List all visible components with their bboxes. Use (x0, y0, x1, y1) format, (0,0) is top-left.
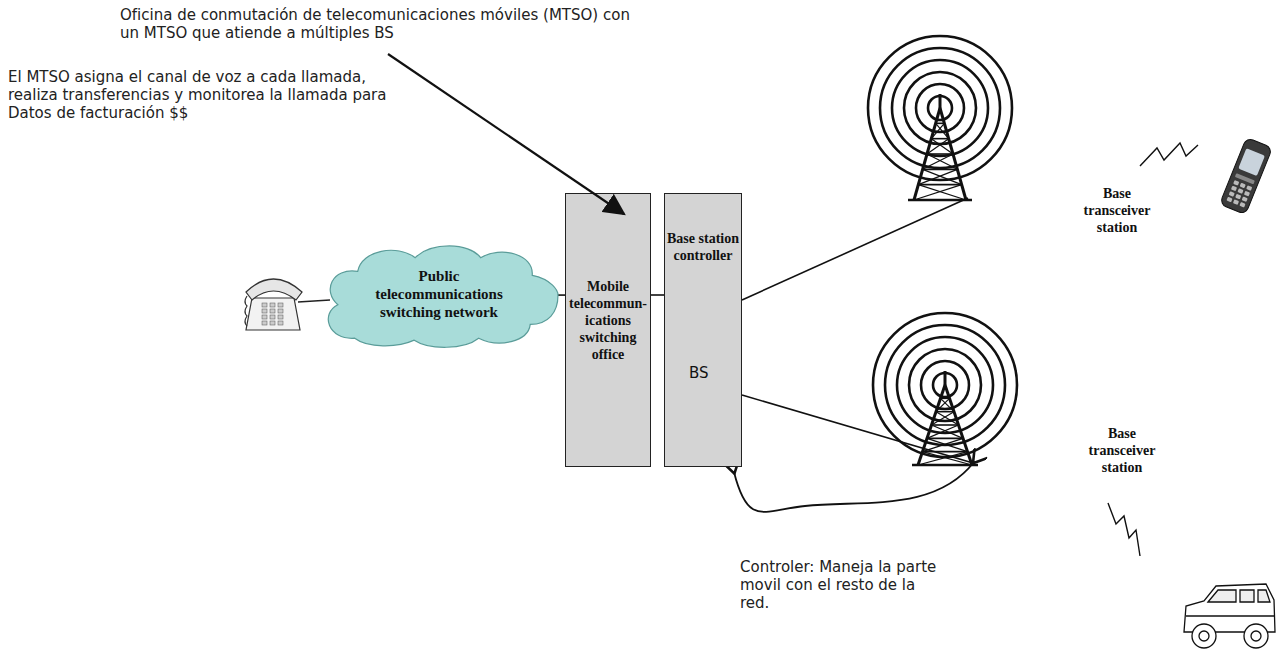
node-sublabel: BS (689, 364, 741, 382)
link-line (742, 198, 968, 300)
tower-lattice-part-part (944, 371, 947, 385)
radio-link (1140, 143, 1198, 166)
keypad-part (1233, 180, 1239, 186)
tower-lattice-part-part (912, 464, 978, 466)
car-icon-part (1240, 590, 1254, 602)
tower-lattice-part-part (923, 169, 962, 184)
keypad-part (1233, 199, 1239, 205)
base-station: Base transceiver station (915, 415, 975, 467)
keypad-part (1244, 191, 1250, 197)
cellphone-icon-part (1238, 148, 1265, 176)
leader-arrow (388, 54, 624, 214)
telephone-icon (245, 279, 330, 330)
tower-lattice-part-part (918, 169, 957, 184)
keypad-part (1242, 196, 1248, 202)
tower-lattice (908, 94, 978, 465)
network-cloud: Public telecommunications switching netw… (320, 240, 558, 348)
car-icon (1184, 584, 1275, 648)
keypad-part (278, 303, 283, 307)
keypad-part (1237, 188, 1243, 194)
phone-line (298, 300, 330, 302)
tower-lattice-part-part (927, 438, 968, 451)
keypad-part (278, 321, 283, 325)
node-label: Public telecommunications switching netw… (364, 267, 514, 321)
bracket-curve (734, 462, 974, 512)
node-label: Base transceiver station (1075, 185, 1159, 236)
tower-lattice-part-part (936, 123, 945, 125)
radio-link (1108, 503, 1140, 556)
tower-lattice-part-part (932, 424, 959, 426)
annotation-note: El MTSO asigna el canal de voz a cada ll… (8, 68, 390, 122)
car-icon-part (1186, 615, 1275, 616)
tower-lattice-part-part (932, 425, 964, 438)
node-label: Base transceiver station (1080, 425, 1164, 476)
tower-lattice-part-part (931, 123, 944, 138)
car-icon-part (1192, 624, 1216, 648)
tower-lattice-part-part (927, 139, 949, 154)
controller-box: Base station controllerBS (664, 193, 742, 467)
annotation-note: Controler: Maneja la parte movil con el … (740, 558, 940, 612)
tower-lattice-part-part (927, 154, 957, 169)
keypad-part (1231, 186, 1237, 192)
keypad-part (1235, 194, 1241, 200)
keypad-part (1240, 183, 1246, 189)
tower-lattice-part-part (923, 452, 973, 465)
tower-lattice-part-part (939, 94, 942, 108)
annotation-note: Oficina de conmutación de telecomunicaci… (120, 6, 635, 42)
keypad-part (1229, 191, 1235, 197)
tower-lattice-part (912, 371, 978, 465)
keypad-part (262, 315, 267, 319)
tower-lattice-part-part (936, 412, 959, 425)
tower-lattice-part (908, 94, 972, 200)
keypad-part (1226, 197, 1232, 203)
tower-lattice-part-part (923, 451, 968, 453)
tower-lattice-part-part (931, 138, 948, 140)
keypad-part (270, 309, 275, 313)
tower-lattice-part-part (923, 169, 958, 171)
keypad (262, 303, 283, 325)
keypad-part (270, 321, 275, 325)
switching-office-box: Mobile telecommun- ications switching of… (565, 193, 651, 467)
tower-lattice-part-part (927, 438, 963, 440)
cellphone-icon-part (1220, 137, 1273, 214)
tower-lattice-part-part (931, 139, 953, 154)
base-station: Base transceiver station (912, 150, 970, 202)
tower-lattice-part-part (927, 153, 953, 155)
link-line (742, 395, 973, 463)
tower-lattice-part-part (914, 185, 962, 200)
keypad-part (270, 303, 275, 307)
keypad-part (262, 321, 267, 325)
car-icon-part (1251, 631, 1261, 641)
car-icon-part (1244, 624, 1268, 648)
keypad-part (262, 303, 267, 307)
tower-lattice-part-part (936, 411, 954, 413)
keypad (1226, 180, 1252, 208)
cloud-outline (328, 246, 558, 347)
tower-lattice-part-part (923, 154, 953, 169)
node-label: Mobile telecommun- ications switching of… (568, 278, 648, 363)
tower-lattice-part-part (927, 425, 959, 438)
keypad-part (278, 309, 283, 313)
keypad-part (1246, 185, 1252, 191)
keypad-part (1239, 202, 1245, 208)
keypad-part (270, 315, 275, 319)
tower-lattice-part-part (918, 184, 961, 186)
car-icon-part (1208, 590, 1236, 602)
cellphone-icon (1220, 137, 1273, 214)
tower-lattice-part-part (932, 412, 955, 425)
car-icon-part (1199, 631, 1209, 641)
link-line (651, 294, 664, 296)
telephone-icon-part (246, 279, 302, 300)
keypad-part (262, 309, 267, 313)
node-label: Base station controller (667, 230, 739, 264)
keypad-part (278, 315, 283, 319)
telephone-icon-part (245, 296, 247, 326)
car-icon-part (1258, 590, 1270, 602)
tower-lattice-part-part (918, 185, 966, 200)
telephone-icon-part (246, 298, 300, 330)
tower-lattice-part-part (936, 398, 950, 411)
